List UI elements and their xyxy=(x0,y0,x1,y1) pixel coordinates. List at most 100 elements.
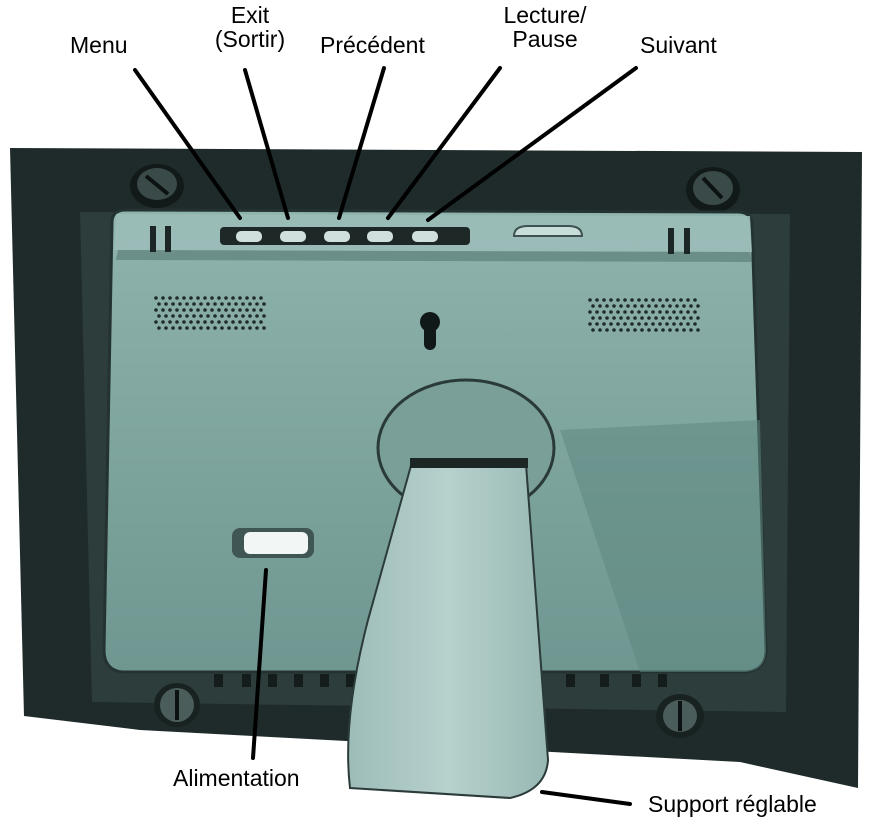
grille-hole xyxy=(679,298,683,302)
grille-hole xyxy=(623,322,627,326)
grille-hole xyxy=(672,322,676,326)
grille-hole xyxy=(161,296,165,300)
grille-hole xyxy=(227,302,231,306)
grille-hole xyxy=(654,304,658,308)
grille-hole xyxy=(609,298,613,302)
exit-button[interactable] xyxy=(280,231,306,242)
grille-hole xyxy=(259,308,263,312)
vent-slot xyxy=(632,674,641,687)
callout-lines xyxy=(133,66,638,806)
pointer-support xyxy=(540,790,632,806)
grille-hole xyxy=(609,310,613,314)
grille-hole xyxy=(602,322,606,326)
label-menu: Menu xyxy=(70,32,128,58)
grille-hole xyxy=(199,302,203,306)
grille-hole xyxy=(665,310,669,314)
grille-hole xyxy=(693,310,697,314)
grille-hole xyxy=(189,308,193,312)
vent-slot xyxy=(214,674,223,687)
grille-hole xyxy=(665,322,669,326)
grille-hole xyxy=(178,314,182,318)
label-lecture-line1: Lecture/ xyxy=(503,2,587,28)
grille-hole xyxy=(199,326,203,330)
grille-hole xyxy=(640,328,644,332)
previous-button[interactable] xyxy=(324,231,350,242)
grille-hole xyxy=(651,298,655,302)
grille-hole xyxy=(241,326,245,330)
grille-hole xyxy=(220,326,224,330)
grille-hole xyxy=(588,298,592,302)
grille-hole xyxy=(178,302,182,306)
grille-hole xyxy=(605,304,609,308)
grille-hole xyxy=(630,322,634,326)
grille-hole xyxy=(185,326,189,330)
grille-hole xyxy=(616,310,620,314)
grille-hole xyxy=(612,316,616,320)
grille-hole xyxy=(658,322,662,326)
grille-hole xyxy=(595,298,599,302)
grille-hole xyxy=(196,308,200,312)
grille-hole xyxy=(616,298,620,302)
grille-hole xyxy=(213,314,217,318)
grille-hole xyxy=(612,304,616,308)
grille-hole xyxy=(644,322,648,326)
play-pause-button[interactable] xyxy=(367,231,393,242)
grille-hole xyxy=(154,296,158,300)
grille-hole xyxy=(612,328,616,332)
grille-hole xyxy=(637,310,641,314)
grille-hole xyxy=(234,302,238,306)
grille-hole xyxy=(630,310,634,314)
grille-hole xyxy=(220,314,224,318)
grille-hole xyxy=(157,302,161,306)
grille-hole xyxy=(675,304,679,308)
grille-hole xyxy=(245,320,249,324)
grille-hole xyxy=(248,314,252,318)
panel-shade-right xyxy=(560,420,766,672)
label-support: Support réglable xyxy=(648,791,817,817)
grille-hole xyxy=(238,296,242,300)
grille-hole xyxy=(668,316,672,320)
grille-hole xyxy=(203,320,207,324)
grille-hole xyxy=(234,326,238,330)
speaker-grille-left xyxy=(154,296,266,330)
label-lecture-line2: Pause xyxy=(512,26,578,52)
grille-hole xyxy=(210,296,214,300)
grille-hole xyxy=(217,308,221,312)
pointer-exit xyxy=(243,68,290,220)
grille-hole xyxy=(171,302,175,306)
menu-button[interactable] xyxy=(236,231,262,242)
grille-hole xyxy=(248,302,252,306)
pointer-precedent xyxy=(337,66,386,220)
grille-hole xyxy=(633,328,637,332)
grille-hole xyxy=(245,296,249,300)
grille-hole xyxy=(588,310,592,314)
grille-hole xyxy=(171,326,175,330)
vent-slot xyxy=(600,674,609,687)
grille-hole xyxy=(637,298,641,302)
grille-hole xyxy=(168,308,172,312)
vent-slot xyxy=(566,674,575,687)
grille-hole xyxy=(598,304,602,308)
grille-hole xyxy=(206,302,210,306)
wall-mount-keyhole xyxy=(420,312,440,350)
grille-hole xyxy=(182,308,186,312)
grille-hole xyxy=(588,322,592,326)
grille-hole xyxy=(602,298,606,302)
grille-hole xyxy=(661,316,665,320)
vent-slot xyxy=(242,674,251,687)
grille-hole xyxy=(224,308,228,312)
grille-hole xyxy=(168,320,172,324)
adjustable-stand[interactable] xyxy=(347,460,550,800)
grille-hole xyxy=(206,326,210,330)
grille-hole xyxy=(213,326,217,330)
grille-hole xyxy=(654,316,658,320)
next-button[interactable] xyxy=(412,231,438,242)
grille-hole xyxy=(619,328,623,332)
pointer-lecture xyxy=(386,66,502,220)
pointer-alimentation xyxy=(251,568,268,760)
grille-hole xyxy=(238,320,242,324)
grille-hole xyxy=(679,322,683,326)
grille-hole xyxy=(647,328,651,332)
grille-hole xyxy=(196,320,200,324)
